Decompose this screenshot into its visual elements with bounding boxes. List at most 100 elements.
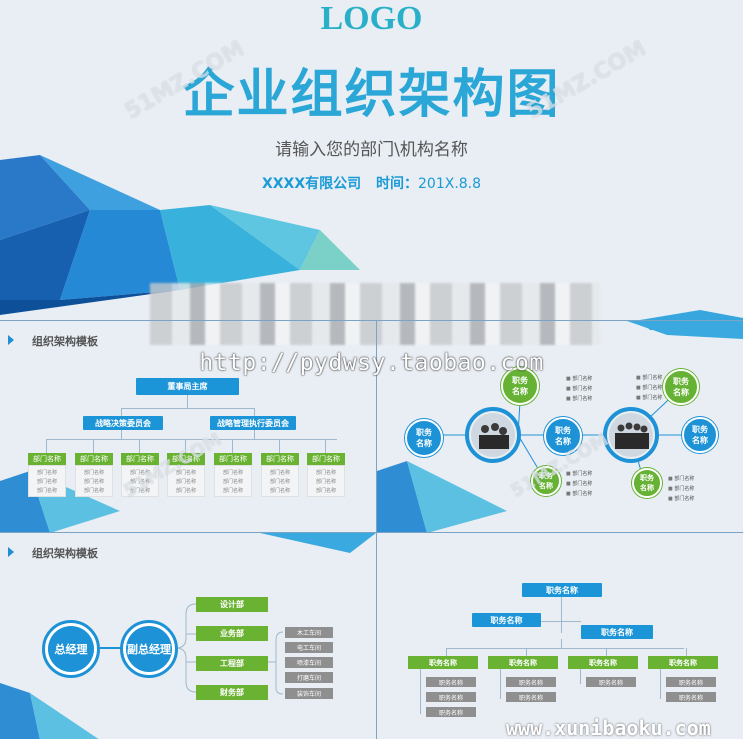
dept-header: 部门名称	[307, 453, 345, 465]
dept-header: 部门名称	[28, 453, 66, 465]
sub-dept-box: 装饰车间	[285, 688, 333, 699]
role-node: 职务 名称	[531, 466, 561, 496]
role-node: 职务 名称	[632, 468, 662, 498]
dept-line: 部门名称	[36, 479, 57, 485]
dept-header: 部门名称	[261, 453, 299, 465]
role-box-left: 职务名称	[472, 613, 541, 627]
dept-card: 部门名称部门名称部门名称	[121, 465, 159, 497]
role-node: 职务 名称	[544, 417, 582, 455]
sub-dept-box: 喷漆车间	[285, 657, 333, 668]
sub-role-box: 职务名称	[426, 707, 476, 717]
role-box-green: 职务名称	[568, 656, 638, 669]
dept-box: 设计部	[196, 597, 268, 612]
bullet-item: ■ 部门名称	[636, 375, 663, 381]
dept-line: 部门名称	[83, 470, 104, 476]
dept-line: 部门名称	[83, 488, 104, 494]
sub-role-box: 职务名称	[426, 692, 476, 702]
committee-box-2: 战略管理执行委员会	[210, 416, 296, 430]
page-title: 企业组织架构图	[182, 65, 561, 125]
sub-dept-box: 电工车间	[285, 642, 333, 653]
committee-box-1: 战略决策委员会	[83, 416, 163, 430]
dept-line: 部门名称	[175, 479, 196, 485]
dept-header: 部门名称	[167, 453, 205, 465]
panel-org-template-3: 组织架构模板	[0, 532, 376, 739]
role-node: 职务 名称	[663, 369, 699, 405]
sub-role-box: 职务名称	[586, 677, 636, 687]
sub-dept-box: 木工车间	[285, 627, 333, 638]
dept-line: 部门名称	[175, 488, 196, 494]
dept-line: 部门名称	[315, 479, 336, 485]
company-line: XXXX有限公司 时间：201X.8.8	[0, 173, 743, 193]
bullet-item: ■ 部门名称	[636, 395, 663, 401]
dept-line: 部门名称	[129, 470, 150, 476]
sub-role-box: 职务名称	[666, 692, 716, 702]
team-photo	[465, 407, 521, 463]
vice-ceo-node: 副总经理	[120, 620, 178, 678]
dept-line: 部门名称	[129, 479, 150, 485]
sub-dept-box: 打磨车间	[285, 672, 333, 683]
panel-title: 组织架构模板	[32, 547, 98, 560]
role-box-right: 职务名称	[581, 625, 653, 639]
dept-line: 部门名称	[222, 479, 243, 485]
dept-header: 部门名称	[121, 453, 159, 465]
watermark-url: http://pydwsy.taobao.com	[199, 350, 544, 376]
dept-line: 部门名称	[222, 470, 243, 476]
role-node: 职务 名称	[405, 419, 443, 457]
sub-role-box: 职务名称	[426, 677, 476, 687]
panel-org-template-2	[376, 320, 743, 533]
bullet-item: ■ 部门名称	[566, 471, 593, 477]
polygon-decoration	[627, 321, 743, 339]
dept-line: 部门名称	[129, 488, 150, 494]
date-label: 时间：201X.8.8	[376, 176, 482, 192]
dept-box: 工程部	[196, 656, 268, 671]
dept-line: 部门名称	[36, 488, 57, 494]
dept-card: 部门名称部门名称部门名称	[28, 465, 66, 497]
chairman-box: 董事局主席	[136, 378, 239, 395]
role-box-top: 职务名称	[522, 583, 602, 597]
dept-card: 部门名称部门名称部门名称	[307, 465, 345, 497]
blurred-text	[150, 283, 600, 345]
sub-role-box: 职务名称	[506, 677, 556, 687]
bullet-item: ■ 部门名称	[668, 486, 695, 492]
ceo-node: 总经理	[42, 620, 100, 678]
dept-line: 部门名称	[83, 479, 104, 485]
panel-title: 组织架构模板	[32, 335, 98, 348]
dept-line: 部门名称	[269, 470, 290, 476]
triangle-icon	[8, 547, 14, 557]
dept-header: 部门名称	[75, 453, 113, 465]
role-box-green: 职务名称	[648, 656, 718, 669]
date-value: 201X.8.8	[418, 176, 482, 192]
dept-line: 部门名称	[222, 488, 243, 494]
role-node: 职务 名称	[682, 417, 718, 453]
dept-box: 业务部	[196, 626, 268, 641]
dept-card: 部门名称部门名称部门名称	[75, 465, 113, 497]
dept-card: 部门名称部门名称部门名称	[167, 465, 205, 497]
footer-watermark-url: www.xunibaoku.com	[506, 716, 711, 739]
bullet-item: ■ 部门名称	[566, 396, 593, 402]
dept-header: 部门名称	[214, 453, 252, 465]
dept-card: 部门名称部门名称部门名称	[261, 465, 299, 497]
sub-role-box: 职务名称	[506, 692, 556, 702]
bullet-item: ■ 部门名称	[566, 376, 593, 382]
sub-role-box: 职务名称	[666, 677, 716, 687]
dept-card: 部门名称部门名称部门名称	[214, 465, 252, 497]
polygon-decoration	[0, 683, 99, 739]
company-name: XXXX有限公司	[261, 176, 362, 192]
polygon-decoration	[377, 461, 507, 533]
role-node: 职务 名称	[501, 367, 539, 405]
subtitle: 请输入您的部门\机构名称	[275, 140, 468, 160]
bullet-item: ■ 部门名称	[668, 476, 695, 482]
team-photo	[603, 407, 659, 463]
role-box-green: 职务名称	[488, 656, 558, 669]
bullet-item: ■ 部门名称	[566, 481, 593, 487]
logo: LOGO	[320, 0, 423, 37]
dept-line: 部门名称	[315, 470, 336, 476]
role-box-green: 职务名称	[408, 656, 478, 669]
triangle-icon	[8, 335, 14, 345]
bullet-item: ■ 部门名称	[668, 496, 695, 502]
dept-line: 部门名称	[269, 488, 290, 494]
polygon-decoration	[260, 533, 376, 553]
dept-line: 部门名称	[269, 479, 290, 485]
dept-line: 部门名称	[315, 488, 336, 494]
